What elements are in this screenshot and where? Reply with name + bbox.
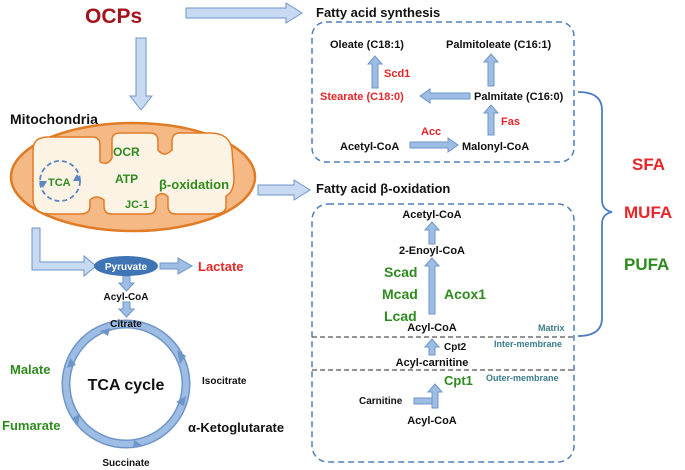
synthesis-arrows <box>366 53 500 153</box>
citrate-label: Citrate <box>110 319 142 330</box>
cpt2-label: Cpt2 <box>444 342 467 353</box>
arrow-mito-to-pyruvate <box>31 227 97 278</box>
arrow-ocps-to-synthesis <box>185 2 303 24</box>
synthesis-box <box>311 21 575 163</box>
malate-label: Malate <box>10 362 50 377</box>
pyruvate-label: Pyruvate <box>105 262 148 273</box>
malonyl-coa-label: Malonyl-CoA <box>462 141 529 153</box>
cpt1-label: Cpt1 <box>444 373 473 388</box>
acetyl-coa-synth-label: Acetyl-CoA <box>340 141 399 153</box>
beta-oxidation-label: β-oxidation <box>159 177 229 192</box>
succinate-label: Succinate <box>102 458 150 469</box>
acyl-coa-outer-label: Acyl-CoA <box>407 415 457 427</box>
lactate-label: Lactate <box>198 259 244 274</box>
synthesis-title: Fatty acid synthesis <box>316 5 440 20</box>
tca-arrowhead-1 <box>177 350 186 364</box>
oxidation-title: Fatty acid β-oxidation <box>316 181 450 196</box>
arrow-acylcoa-to-citrate <box>117 301 136 318</box>
pufa-label: PUFA <box>624 255 669 274</box>
tca-arrowhead-2 <box>176 396 186 406</box>
matrix-label: Matrix <box>538 323 565 333</box>
mcad-label: Mcad <box>382 286 418 302</box>
inter-membrane-label: Inter-membrane <box>494 339 562 349</box>
tca-label: TCA <box>48 177 71 189</box>
fumarate-label: Fumarate <box>2 418 61 433</box>
mitochondrion <box>9 121 257 233</box>
ocps-label: OCPs <box>85 5 142 28</box>
tca-arrowhead-5 <box>67 358 76 368</box>
mitochondria-label: Mitochondria <box>10 111 98 127</box>
scd1-label: Scd1 <box>384 68 410 80</box>
stearate-label: Stearate (C18:0) <box>320 91 404 103</box>
tca-arrowhead-3 <box>133 440 142 448</box>
arrow-ocps-to-mitochondria <box>128 37 154 111</box>
ocr-label: OCR <box>113 145 140 159</box>
acox1-label: Acox1 <box>444 286 486 302</box>
arrow-mito-to-oxidation <box>257 179 311 201</box>
alpha-ketoglutarate-label: α-Ketoglutarate <box>188 420 284 435</box>
tca-cycle-ring <box>61 319 191 449</box>
pyruvate-node <box>94 256 158 276</box>
oleate-label: Oleate (C18:1) <box>330 39 404 51</box>
fatty-acid-bracket <box>577 91 613 337</box>
acc-label: Acc <box>421 126 441 138</box>
sfa-label: SFA <box>632 155 665 174</box>
outer-membrane-label: Outer-membrane <box>486 373 559 383</box>
arrow-pyruvate-to-lactate <box>159 257 194 275</box>
fas-label: Fas <box>501 116 520 128</box>
carnitine-label: Carnitine <box>359 396 403 407</box>
tca-arrowhead-6 <box>100 328 110 336</box>
tca-arrowhead-4 <box>72 414 80 425</box>
acyl-coa-matrix-label: Acyl-CoA <box>407 322 457 334</box>
palmitate-label: Palmitate (C16:0) <box>474 91 564 103</box>
isocitrate-label: Isocitrate <box>202 376 247 387</box>
acyl-coa-label: Acyl-CoA <box>103 292 148 303</box>
mufa-label: MUFA <box>624 203 672 222</box>
atp-label: ATP <box>115 172 138 186</box>
jc1-label: JC-1 <box>125 199 149 211</box>
palmitoleate-label: Palmitoleate (C16:1) <box>446 39 551 51</box>
lcad-label: Lcad <box>384 308 417 324</box>
arrow-pyruvate-to-acylcoa <box>117 275 136 292</box>
oxidation-box <box>311 203 575 463</box>
tca-cycle-label: TCA cycle <box>88 377 165 394</box>
acyl-carnitine-label: Acyl-carnitine <box>396 357 469 369</box>
oxidation-arrows <box>413 221 444 409</box>
acetyl-coa-ox-label: Acetyl-CoA <box>402 209 461 221</box>
enoyl-coa-label: 2-Enoyl-CoA <box>399 245 465 257</box>
scad-label: Scad <box>384 264 417 280</box>
